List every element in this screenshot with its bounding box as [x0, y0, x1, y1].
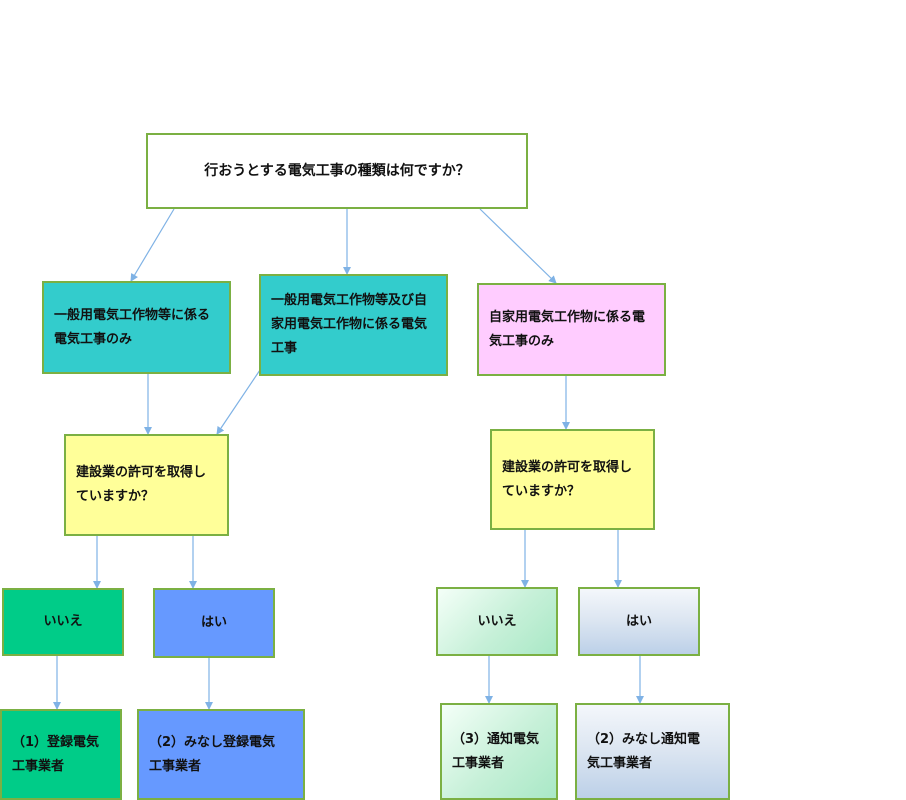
question-license-left: 建設業の許可を取得し ていますか？ — [64, 434, 229, 536]
category-general-only: 一般用電気工作物等に係る 電気工事のみ — [42, 281, 231, 374]
result-notified-contractor-text: （3）通知電気 工事業者 — [452, 731, 540, 771]
result-deemed-notified-contractor-text: （2）みなし通知電 気工事業者 — [587, 731, 701, 771]
answer-no-left-text: いいえ — [43, 614, 83, 629]
result-deemed-notified-contractor: （2）みなし通知電 気工事業者 — [575, 703, 730, 800]
answer-yes-left-text: はい — [200, 615, 227, 630]
answer-yes-left: はい — [153, 588, 275, 658]
category-general-and-private-text: 一般用電気工作物等及び自 家用電気工作物に係る電気 工事 — [271, 293, 428, 356]
result-deemed-registered-contractor: （2）みなし登録電気 工事業者 — [137, 709, 305, 800]
result-deemed-registered-contractor-text: （2）みなし登録電気 工事業者 — [149, 734, 276, 774]
category-private-only: 自家用電気工作物に係る電 気工事のみ — [477, 283, 666, 376]
result-notified-contractor: （3）通知電気 工事業者 — [440, 703, 558, 800]
question-work-type: 行おうとする電気工事の種類は何ですか？ — [146, 133, 528, 209]
result-registered-contractor: （1）登録電気 工事業者 — [0, 709, 122, 800]
category-general-only-text: 一般用電気工作物等に係る 電気工事のみ — [54, 307, 211, 347]
arrow-question-to-private — [479, 208, 557, 284]
category-general-and-private: 一般用電気工作物等及び自 家用電気工作物に係る電気 工事 — [259, 274, 448, 376]
question-work-type-text: 行おうとする電気工事の種類は何ですか？ — [204, 163, 470, 179]
question-license-right: 建設業の許可を取得し ていますか？ — [490, 429, 655, 530]
arrow-both-to-license-left — [216, 369, 261, 435]
result-registered-contractor-text: （1）登録電気 工事業者 — [12, 734, 100, 774]
category-private-only-text: 自家用電気工作物に係る電 気工事のみ — [489, 309, 646, 349]
answer-no-left: いいえ — [2, 588, 124, 656]
question-license-right-text: 建設業の許可を取得し ていますか？ — [502, 459, 633, 499]
arrow-question-to-general — [130, 208, 175, 282]
answer-yes-right: はい — [578, 587, 700, 656]
answer-yes-right-text: はい — [625, 613, 652, 629]
question-license-left-text: 建設業の許可を取得し ていますか？ — [76, 465, 207, 504]
answer-no-right-text: いいえ — [477, 613, 517, 629]
answer-no-right: いいえ — [436, 587, 558, 656]
